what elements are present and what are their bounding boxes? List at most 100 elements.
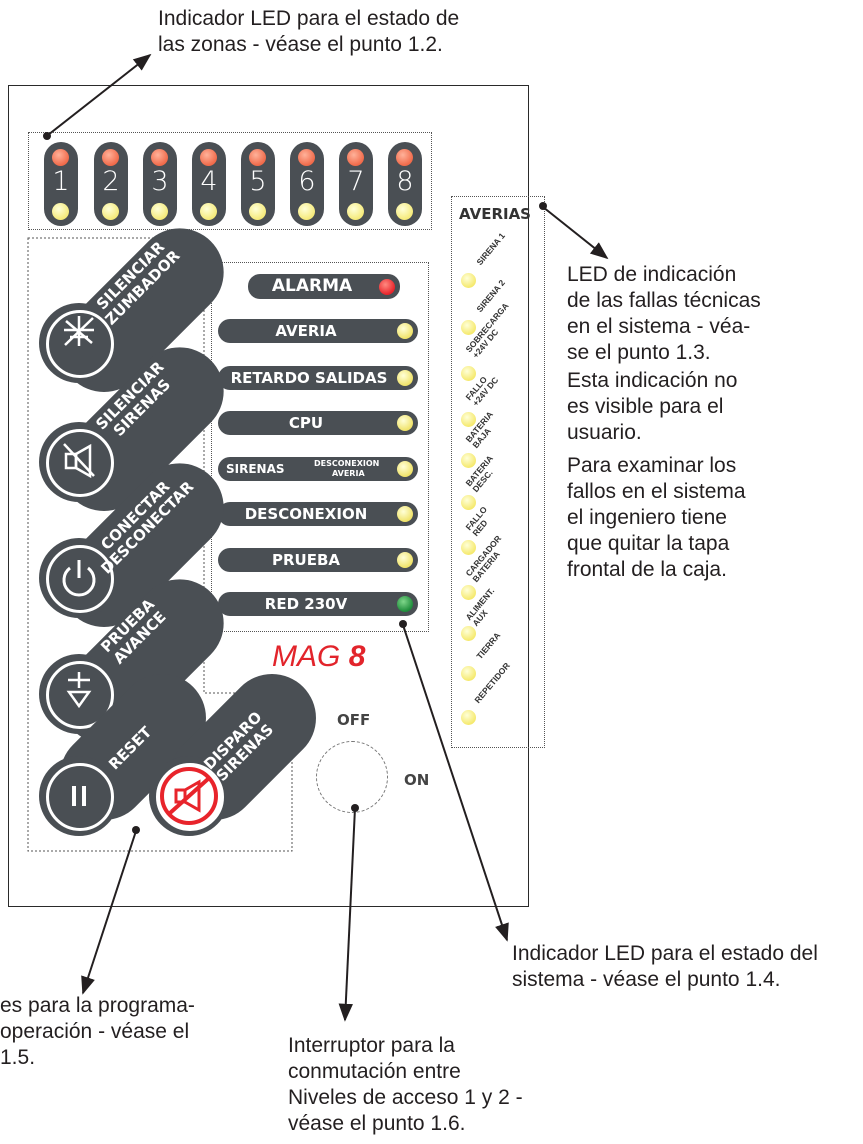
switch-on-label: ON <box>404 771 430 789</box>
callout-zones-led: Indicador LED para el estado de las zona… <box>158 7 460 56</box>
zone-indicator-4: 4 <box>192 142 226 226</box>
status-retardo-label: RETARDO SALIDAS <box>230 369 388 387</box>
zone-indicator-1: 1 <box>44 142 78 226</box>
zone-indicator-8: 8 <box>388 142 422 226</box>
status-red-label: RED 230V <box>264 595 348 613</box>
averia-led-sobrecarga <box>461 366 476 381</box>
alarm-led <box>379 279 395 295</box>
arrow-buttons-anchor <box>132 826 140 834</box>
zone-number: 8 <box>396 166 414 197</box>
averia-led-bateria-baja <box>461 453 476 468</box>
status-retardo: RETARDO SALIDAS <box>218 366 418 390</box>
zone-number: 1 <box>52 166 70 197</box>
status-cpu-label: CPU <box>288 414 324 432</box>
zone-indicator-6: 6 <box>290 142 324 226</box>
status-frame <box>211 262 429 632</box>
status-prueba: PRUEBA <box>218 548 418 572</box>
arrow-zones-anchor <box>43 132 51 140</box>
zone-alarm-led <box>249 149 266 166</box>
callout-fault-note-visibility: Esta indicación no es visible para el us… <box>567 369 738 444</box>
arrow-switch <box>338 807 356 1022</box>
averia-led-fallo-red <box>461 540 476 555</box>
averia-led-fallo-24v <box>461 412 476 427</box>
arrow-system <box>402 624 509 942</box>
zone-indicator-7: 7 <box>339 142 373 226</box>
zone-indicator-5: 5 <box>241 142 275 226</box>
zone-alarm-led <box>396 149 413 166</box>
averia-led-aliment-aux <box>461 626 476 641</box>
averia-led-sirena-1 <box>461 273 476 288</box>
switch-off-label: OFF <box>337 711 371 729</box>
arrow-buttons <box>81 830 137 995</box>
zone-number: 2 <box>102 166 120 197</box>
siren-trigger-icon <box>158 765 220 827</box>
callout-fault-note-engineer: Para examinar los fallos en el sistema e… <box>567 454 746 581</box>
arrow-zones <box>47 53 152 136</box>
sirenas-led <box>397 461 413 477</box>
callout-buttons: es para la programa- operación - véase e… <box>0 994 195 1069</box>
zone-fault-led <box>102 203 119 220</box>
access-level-switch[interactable] <box>316 741 388 813</box>
status-desconexion-label: DESCONEXION <box>244 505 368 523</box>
zone-number: 5 <box>249 166 267 197</box>
circle-ring <box>46 763 114 831</box>
zone-number: 4 <box>200 166 218 197</box>
averia-led-tierra <box>461 666 476 681</box>
status-prueba-label: PRUEBA <box>271 551 340 569</box>
status-desconexion-averia-top: DESCONEXION <box>314 459 380 468</box>
circle-ring <box>46 661 114 729</box>
brand-logo: MAG 8 <box>272 640 365 674</box>
zone-fault-led <box>200 203 217 220</box>
zone-indicator-2: 2 <box>94 142 128 226</box>
zone-number: 6 <box>298 166 316 197</box>
arrow-system-anchor <box>399 620 407 628</box>
callout-switch: Interruptor para la conmutación entre Ni… <box>288 1034 523 1135</box>
zone-alarm-led <box>102 149 119 166</box>
zone-fault-led <box>347 203 364 220</box>
circle-ring <box>46 545 114 613</box>
averias-frame <box>451 196 545 748</box>
test-ground-icon <box>66 672 92 709</box>
averia-led <box>397 323 413 339</box>
cpu-led <box>397 415 413 431</box>
silenciar-sirenas-circle[interactable] <box>39 422 119 502</box>
power-icon <box>62 560 96 597</box>
reset-circle[interactable] <box>39 756 119 836</box>
zone-indicator-3: 3 <box>143 142 177 226</box>
averia-led-cargador <box>461 585 476 600</box>
zone-alarm-led <box>298 149 315 166</box>
prueba-led <box>397 552 413 568</box>
status-desconexion-averia-bottom: AVERIA <box>332 469 365 478</box>
siren-muted-icon <box>63 443 95 479</box>
brand-name: MAG <box>272 640 341 673</box>
arrow-faults <box>542 206 609 260</box>
zone-number: 7 <box>347 166 365 197</box>
arrow-switch-anchor <box>351 804 359 812</box>
averia-led-bateria-desc <box>461 495 476 510</box>
zone-alarm-led <box>52 149 69 166</box>
status-averia-label: AVERIA <box>275 322 337 340</box>
status-cpu: CPU <box>218 411 418 435</box>
circle-ring <box>46 310 114 378</box>
status-averia: AVERIA <box>218 319 418 343</box>
zone-alarm-led <box>200 149 217 166</box>
status-sirenas-label: SIRENAS <box>226 462 285 476</box>
zone-number: 3 <box>151 166 169 197</box>
averia-led-repetidor <box>461 710 476 725</box>
status-sirenas-desconexion: SIRENAS DESCONEXION AVERIA <box>218 457 418 481</box>
arrow-faults-anchor <box>539 202 547 210</box>
zone-fault-led <box>249 203 266 220</box>
zone-alarm-led <box>151 149 168 166</box>
zone-fault-led <box>52 203 69 220</box>
zone-fault-led <box>151 203 168 220</box>
red-led <box>397 596 413 612</box>
circle-ring <box>46 429 114 497</box>
reset-icon <box>72 786 86 806</box>
callout-system-led: Indicador LED para el estado del sistema… <box>512 942 818 991</box>
desconexion-led <box>397 506 413 522</box>
status-alarma: ALARMA <box>248 274 400 299</box>
status-alarma-label: ALARMA <box>271 276 353 296</box>
buzzer-muted-icon <box>64 316 94 346</box>
zone-alarm-led <box>347 149 364 166</box>
